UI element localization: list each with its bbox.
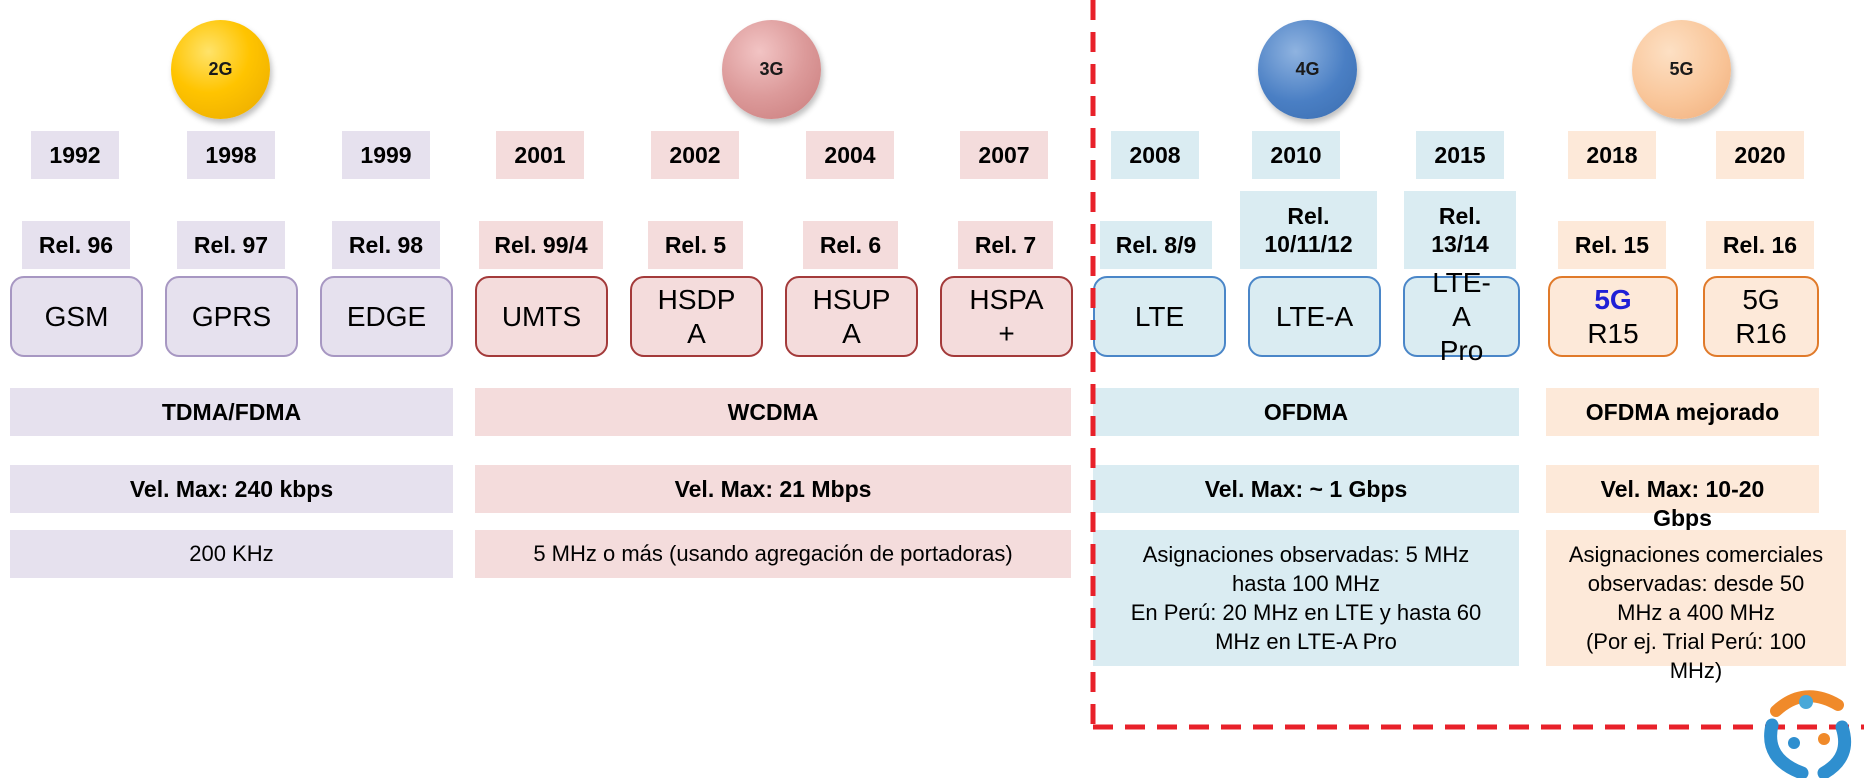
release-label: Rel. 5 [648, 221, 743, 269]
speed-band-4g: Vel. Max: ~ 1 Gbps [1093, 465, 1519, 513]
year-label: 2010 [1252, 131, 1340, 179]
speed-band-5g: Vel. Max: 10-20 Gbps [1546, 465, 1819, 531]
tech-box-5g-r15: 5G R15 [1548, 276, 1678, 357]
tech-label-5g: 5G [1594, 283, 1632, 315]
tech-label: LTE-A [1275, 300, 1354, 332]
access-band-4g: OFDMA [1093, 388, 1519, 436]
tech-label: LTE- A Pro [1432, 267, 1491, 366]
speed-band-3g: Vel. Max: 21 Mbps [475, 465, 1071, 513]
release-label: Rel. 7 [958, 221, 1053, 269]
bandwidth-band-5g: Asignaciones comerciales observadas: des… [1546, 530, 1846, 683]
tech-box-hspa-plus: HSPA + [940, 276, 1073, 357]
access-band-5g: OFDMA mejorado [1546, 388, 1819, 436]
tech-box-lte: LTE [1093, 276, 1226, 357]
year-label: 2015 [1416, 131, 1504, 179]
bandwidth-band-2g: 200 KHz [10, 530, 453, 578]
year-label: 1999 [342, 131, 430, 179]
year-label: 2020 [1716, 131, 1804, 179]
speed-band-2g: Vel. Max: 240 kbps [10, 465, 453, 513]
access-band-2g: TDMA/FDMA [10, 388, 453, 436]
release-label: Rel. 6 [803, 221, 898, 269]
tech-label: GPRS [191, 300, 272, 332]
logo-icon [1764, 690, 1852, 778]
tech-label: HSUP A [812, 283, 891, 349]
generation-3g-circle: 3G [722, 20, 821, 119]
release-label: Rel. 96 [22, 221, 130, 269]
generation-label: 3G [759, 59, 784, 79]
generation-label: 4G [1295, 59, 1320, 79]
tech-label: 5G R16 [1735, 283, 1787, 349]
generation-2g-circle: 2G [171, 20, 270, 119]
release-label: Rel. 13/14 [1404, 191, 1516, 269]
generation-4g-circle: 4G [1258, 20, 1357, 119]
tech-box-edge: EDGE [320, 276, 453, 357]
tech-label: EDGE [346, 300, 427, 332]
tech-box-hsdpa: HSDP A [630, 276, 763, 357]
tech-box-lte-a-pro: LTE- A Pro [1403, 267, 1520, 366]
tech-label: UMTS [501, 300, 582, 332]
release-label: Rel. 15 [1558, 221, 1666, 269]
release-label: Rel. 99/4 [479, 221, 603, 269]
year-label: 2002 [651, 131, 739, 179]
year-label: 2001 [496, 131, 584, 179]
generation-label: 2G [208, 59, 233, 79]
year-label: 1998 [187, 131, 275, 179]
bandwidth-band-4g: Asignaciones observadas: 5 MHz hasta 100… [1093, 530, 1519, 666]
year-label: 2007 [960, 131, 1048, 179]
tech-box-5g-r16: 5G R16 [1703, 276, 1819, 357]
tech-label: R15 [1587, 317, 1639, 349]
release-label: Rel. 16 [1706, 221, 1814, 269]
access-band-3g: WCDMA [475, 388, 1071, 436]
release-label: Rel. 8/9 [1100, 221, 1212, 269]
tech-box-lte-a: LTE-A [1248, 276, 1381, 357]
tech-label: HSPA + [969, 283, 1044, 349]
tech-label: HSDP A [657, 283, 736, 349]
tech-box-gprs: GPRS [165, 276, 298, 357]
release-label: Rel. 97 [177, 221, 285, 269]
tech-label: LTE [1134, 300, 1185, 332]
year-label: 2008 [1111, 131, 1199, 179]
bandwidth-band-3g: 5 MHz o más (usando agregación de portad… [475, 530, 1071, 578]
year-label: 2018 [1568, 131, 1656, 179]
tech-box-umts: UMTS [475, 276, 608, 357]
tech-label: GSM [44, 300, 109, 332]
release-label: Rel. 98 [332, 221, 440, 269]
release-label: Rel. 10/11/12 [1240, 191, 1377, 269]
generation-label: 5G [1669, 59, 1694, 79]
tech-box-hsupa: HSUP A [785, 276, 918, 357]
year-label: 1992 [31, 131, 119, 179]
year-label: 2004 [806, 131, 894, 179]
generation-5g-circle: 5G [1632, 20, 1731, 119]
tech-box-gsm: GSM [10, 276, 143, 357]
